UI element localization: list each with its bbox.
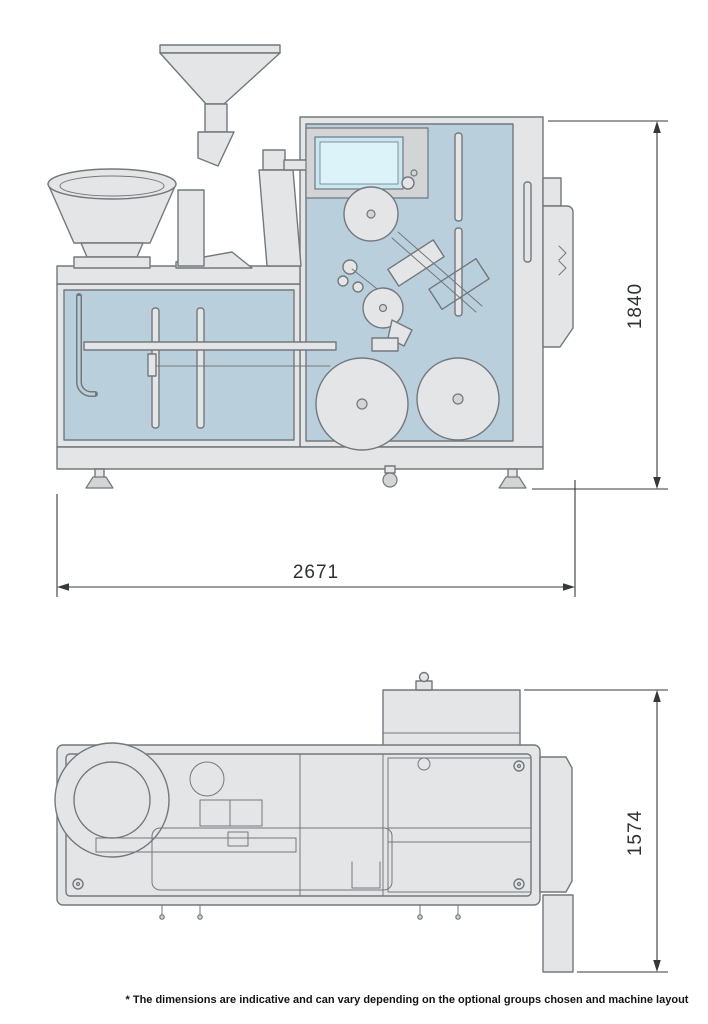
side-elevation-view: 1840 2671 <box>47 44 668 597</box>
plan-top-unit <box>382 671 521 747</box>
film-path-components <box>315 176 500 451</box>
plan-turret-circle <box>54 742 170 858</box>
hmi-button <box>410 169 418 177</box>
caster-wheel <box>382 465 398 488</box>
machine-foot-left <box>85 468 114 489</box>
plan-feet <box>159 904 461 920</box>
plan-side-door <box>539 756 573 893</box>
width-dimension: 2671 <box>56 480 576 597</box>
hmi-stand <box>258 149 309 267</box>
depth-dimension-label: 1574 <box>625 810 646 856</box>
depth-dimension: 1574 <box>524 689 668 973</box>
height-dimension-label: 1840 <box>625 283 646 329</box>
plan-internal-details <box>95 753 532 897</box>
dimensions-footnote: * The dimensions are indicative and can … <box>125 994 689 1006</box>
vibratory-bowl-feeder <box>47 168 177 269</box>
hopper-support-column <box>177 189 205 267</box>
hopper <box>159 44 281 167</box>
height-dimension: 1840 <box>532 120 668 490</box>
cabinet-handle-slot <box>454 132 463 222</box>
column-handle-slot <box>523 181 532 263</box>
transfer-rail <box>83 341 337 351</box>
machine-foot-right <box>498 468 527 489</box>
base-frame <box>56 446 544 470</box>
side-door <box>542 177 574 348</box>
plan-view: 1574 <box>54 671 668 973</box>
technical-drawing: 1840 2671 <box>47 44 668 973</box>
infeed-cabinet <box>56 265 337 448</box>
hmi-touchscreen <box>305 127 429 199</box>
plan-corner-unit <box>542 894 574 973</box>
plan-small-circle <box>189 761 225 797</box>
width-dimension-label: 2671 <box>293 562 339 583</box>
